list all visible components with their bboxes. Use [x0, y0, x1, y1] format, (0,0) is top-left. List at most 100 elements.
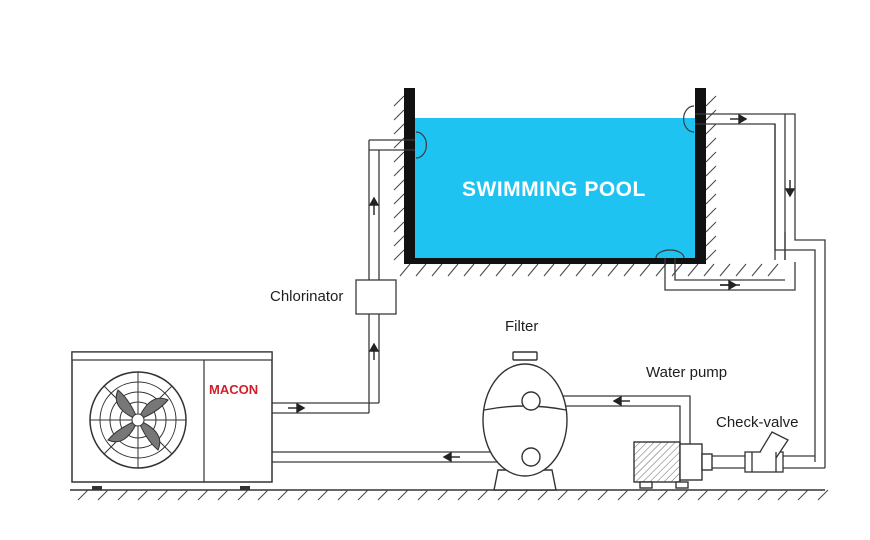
hatch-mark	[767, 263, 779, 277]
hatch-mark	[393, 95, 405, 107]
hatch-mark	[705, 151, 717, 163]
hatch-mark	[197, 489, 209, 501]
hatch-mark	[415, 263, 427, 277]
hatch-mark	[705, 137, 717, 149]
filter-label: Filter	[505, 318, 539, 335]
water-pump-label: Water pump	[646, 364, 728, 381]
hatch-mark	[217, 489, 229, 501]
hatch-mark	[337, 489, 349, 501]
pool-label: SWIMMING POOL	[462, 178, 646, 201]
hatch-mark	[559, 263, 571, 277]
pool-ground-hatching	[393, 95, 779, 277]
hatch-mark	[137, 489, 149, 501]
hatch-mark	[393, 207, 405, 219]
hatch-mark	[463, 263, 475, 277]
ground	[70, 489, 829, 501]
hatch-mark	[393, 123, 405, 135]
hatch-mark	[817, 489, 829, 501]
hatch-mark	[437, 489, 449, 501]
hatch-mark	[705, 123, 717, 135]
hatch-mark	[277, 489, 289, 501]
hatch-mark	[687, 263, 699, 277]
flow-arrows	[288, 113, 796, 468]
hatch-mark	[575, 263, 587, 277]
check-valve	[744, 431, 789, 473]
hatch-mark	[705, 165, 717, 177]
hatch-mark	[527, 263, 539, 277]
hatch-mark	[117, 489, 129, 501]
chlorinator-label: Chlorinator	[270, 288, 344, 305]
hatch-mark	[77, 489, 89, 501]
hatch-mark	[737, 489, 749, 501]
hatch-mark	[393, 235, 405, 247]
hatch-mark	[399, 263, 411, 277]
hatch-mark	[497, 489, 509, 501]
fan-icon	[89, 371, 187, 469]
hatch-mark	[617, 489, 629, 501]
hatch-mark	[377, 489, 389, 501]
hatch-mark	[677, 489, 689, 501]
hatch-mark	[457, 489, 469, 501]
hatch-mark	[705, 235, 717, 247]
hatch-mark	[317, 489, 329, 501]
hatch-mark	[705, 221, 717, 233]
hatch-mark	[655, 263, 667, 277]
hatch-mark	[705, 109, 717, 121]
hatch-mark	[357, 489, 369, 501]
brand-label: MACON	[209, 382, 259, 397]
hatch-mark	[705, 179, 717, 191]
hatch-mark	[393, 109, 405, 121]
hatch-mark	[757, 489, 769, 501]
pool-water	[415, 118, 695, 258]
hatch-mark	[777, 489, 789, 501]
hatch-mark	[417, 489, 429, 501]
hatch-mark	[537, 489, 549, 501]
hatch-mark	[479, 263, 491, 277]
chlorinator-box	[355, 279, 397, 315]
water-pump	[633, 441, 713, 489]
hatch-mark	[543, 263, 555, 277]
pool-left-wall	[404, 88, 415, 264]
hatch-mark	[557, 489, 569, 501]
hatch-mark	[431, 263, 443, 277]
pool-fittings	[415, 105, 695, 259]
hatch-mark	[751, 263, 763, 277]
hatch-mark	[705, 193, 717, 205]
hatch-mark	[393, 249, 405, 261]
pool-floor	[404, 258, 706, 264]
hatch-mark	[397, 489, 409, 501]
hatch-mark	[257, 489, 269, 501]
hatch-mark	[597, 489, 609, 501]
hatch-mark	[591, 263, 603, 277]
pipes	[272, 113, 826, 469]
hatch-mark	[297, 489, 309, 501]
hatch-mark	[393, 179, 405, 191]
hatch-mark	[393, 165, 405, 177]
hatch-mark	[623, 263, 635, 277]
hatch-mark	[717, 489, 729, 501]
hatch-mark	[607, 263, 619, 277]
hatch-mark	[577, 489, 589, 501]
hatch-mark	[705, 249, 717, 261]
hatch-mark	[697, 489, 709, 501]
hatch-mark	[735, 263, 747, 277]
hatch-mark	[157, 489, 169, 501]
hatch-mark	[237, 489, 249, 501]
hatch-mark	[477, 489, 489, 501]
filter-tank	[482, 351, 568, 491]
check-valve-label: Check-valve	[716, 414, 799, 431]
hatch-mark	[393, 151, 405, 163]
hatch-mark	[97, 489, 109, 501]
hatch-mark	[177, 489, 189, 501]
hatch-mark	[511, 263, 523, 277]
hatch-mark	[705, 207, 717, 219]
hatch-mark	[393, 221, 405, 233]
hatch-mark	[393, 193, 405, 205]
hatch-mark	[517, 489, 529, 501]
hatch-mark	[639, 263, 651, 277]
hatch-mark	[447, 263, 459, 277]
hatch-mark	[495, 263, 507, 277]
hatch-mark	[637, 489, 649, 501]
